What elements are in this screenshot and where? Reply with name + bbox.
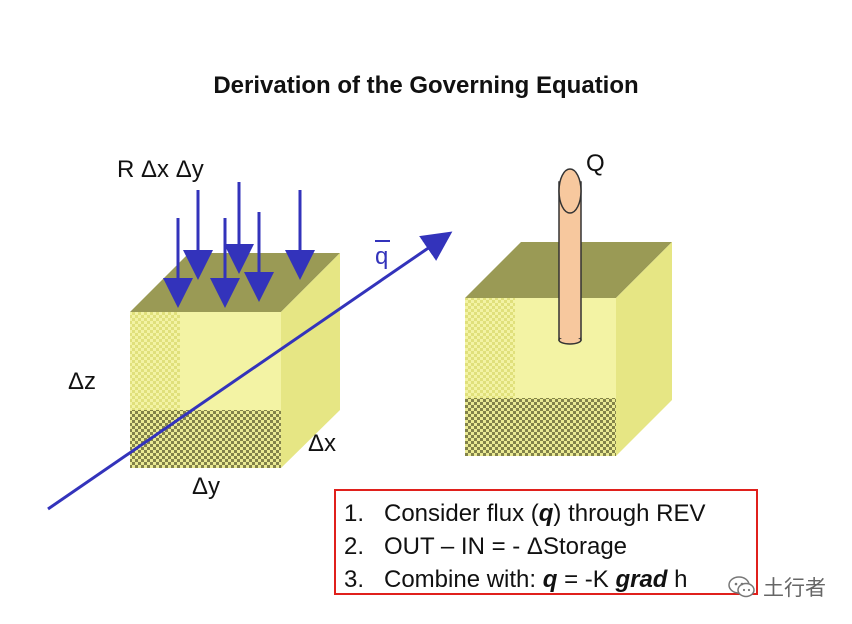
step-item: 2.OUT – IN = - ΔStorage <box>344 533 628 560</box>
dy-label: Δy <box>192 473 221 500</box>
right-cube <box>465 242 672 456</box>
left-cube-side <box>281 253 340 468</box>
pumping-well <box>558 168 582 345</box>
step-item: 1.Consider flux (q) through REV <box>344 500 706 527</box>
recharge-label: R Δx Δy <box>117 156 204 183</box>
watermark: 土行者 <box>727 571 837 603</box>
right-cube-side <box>616 242 672 456</box>
flux-label: q <box>375 243 389 270</box>
left-cube-saturated-zone <box>130 410 281 468</box>
pumping-label: Q <box>586 150 605 177</box>
right-cube-saturated-zone <box>465 398 616 456</box>
left-cube <box>130 253 340 468</box>
watermark-text: 土行者 <box>763 576 826 600</box>
right-cube-front-texture <box>465 298 515 398</box>
recharge-arrows <box>163 182 315 308</box>
step-item: 3.Combine with: q = -K grad h <box>344 566 688 593</box>
diagram-title: Derivation of the Governing Equation <box>213 72 639 99</box>
flux-arrow <box>47 231 453 511</box>
dz-label: Δz <box>68 368 97 395</box>
steps-box: 1.Consider flux (q) through REV 2.OUT – … <box>334 489 758 595</box>
wechat-icon <box>728 576 755 598</box>
dx-label: Δx <box>308 430 337 457</box>
left-cube-front-texture <box>130 312 180 412</box>
